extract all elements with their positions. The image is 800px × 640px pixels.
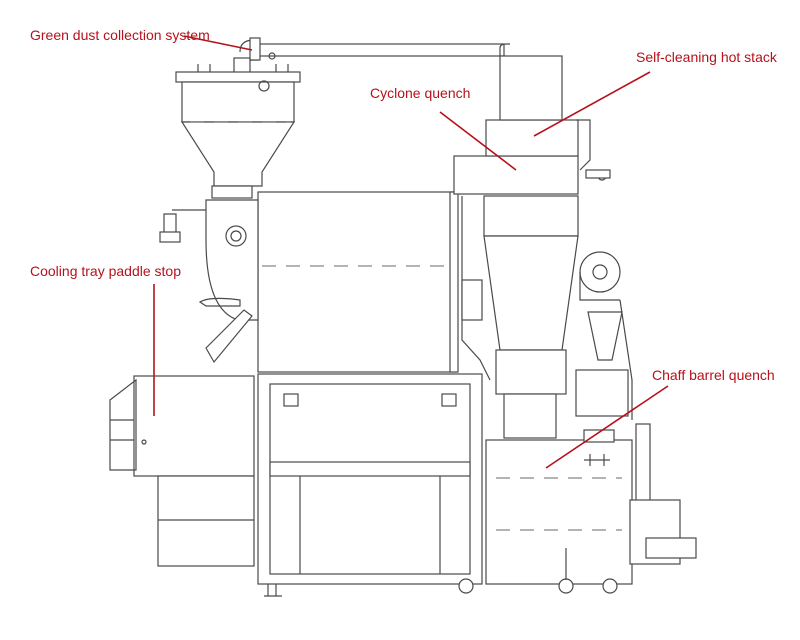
label-chaff-barrel: Chaff barrel quench [652,367,775,383]
callout-leaders [153,35,669,469]
leader-hot-stack [533,71,651,137]
cooling-tray [109,375,255,567]
label-cooling-tray: Cooling tray paddle stop [30,263,181,279]
roaster-drum [159,191,459,373]
label-cyclone: Cyclone quench [370,85,470,101]
callout-labels: Green dust collection system Self-cleani… [30,27,778,383]
chaff-barrel [458,423,697,594]
leader-chaff-barrel [545,385,669,469]
leader-green-dust [183,35,253,51]
leader-cyclone [439,111,517,171]
label-hot-stack: Self-cleaning hot stack [636,49,778,65]
label-green-dust: Green dust collection system [30,27,210,43]
dust-collection-duct [233,37,505,77]
cyclone-assembly [453,43,611,439]
roaster-machine-drawing [109,37,697,597]
exhaust-fan [575,251,633,420]
green-bean-hopper [175,64,301,199]
base-cabinet [257,373,483,597]
